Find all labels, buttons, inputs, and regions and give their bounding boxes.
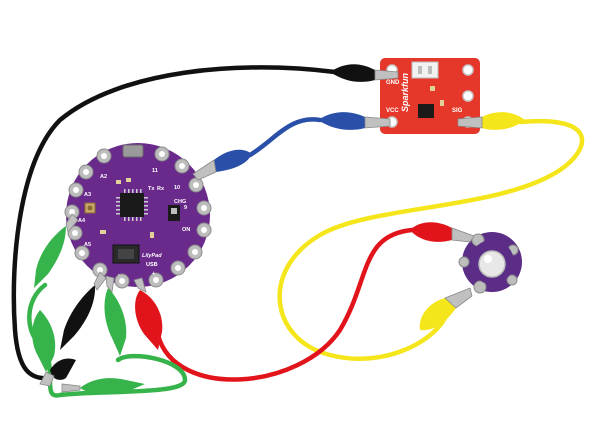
black-clip-breakout[interactable] [330, 64, 399, 82]
yellow-wire[interactable] [277, 118, 585, 361]
on-label: ON [182, 227, 190, 233]
sparkfun-breakout-board: Sparkfun GND VCC SIG [380, 58, 480, 134]
green-clip-bottom[interactable] [61, 378, 145, 395]
breakout-label-gnd: GND [386, 80, 400, 86]
yellow-clip-led[interactable] [419, 287, 473, 331]
usb-connector [122, 144, 144, 158]
pin-label-a2: A2 [100, 174, 107, 180]
breakout-brand: Sparkfun [400, 72, 410, 112]
red-clip-lilypad[interactable] [133, 277, 163, 350]
pin-label-a3: A3 [84, 192, 91, 198]
breakout-header [411, 61, 439, 79]
pin-label-9: 9 [184, 205, 187, 211]
black-clip-lilypad[interactable] [60, 271, 107, 350]
lilypad-logo-text: LilyPad [142, 253, 162, 259]
red-wire[interactable] [155, 227, 415, 382]
breakout-label-vcc: VCC [386, 108, 399, 114]
chg-label: CHG [174, 199, 186, 205]
red-clip-led[interactable] [410, 222, 475, 243]
led-light [478, 250, 506, 278]
lilypad-board: A2 A3 A4 A5 11 10 9 Tx Rx CHG ON + - Lil… [64, 143, 212, 289]
pin-label-a4: A4 [78, 218, 86, 224]
black-clip-bottom-left[interactable] [39, 358, 76, 387]
pin-label-10: 10 [174, 185, 180, 191]
lilypad-sub-text: USB [146, 262, 158, 268]
green-clip-lilypad-lower[interactable] [104, 275, 127, 356]
pin-label-11: 11 [152, 168, 158, 174]
blue-clip-lilypad[interactable] [192, 149, 252, 181]
pin-label-rx: Rx [157, 186, 165, 192]
yellow-clip-breakout[interactable] [457, 112, 525, 130]
blue-clip-breakout[interactable] [318, 112, 391, 130]
lilypad-led-board [458, 232, 522, 294]
breakout-chip [418, 104, 434, 118]
pin-label-plus: + [152, 271, 155, 277]
black-wire[interactable] [11, 65, 338, 381]
pin-label-a5: A5 [84, 242, 91, 248]
pin-label-minus: - [118, 272, 120, 278]
green-clip-lilypad-a5[interactable] [34, 213, 79, 288]
breakout-label-sig: SIG [452, 108, 463, 114]
microcontroller-chip [120, 193, 144, 217]
pin-label-tx: Tx [148, 186, 155, 192]
blue-wire[interactable] [247, 117, 323, 158]
green-clip-left[interactable] [32, 310, 56, 372]
